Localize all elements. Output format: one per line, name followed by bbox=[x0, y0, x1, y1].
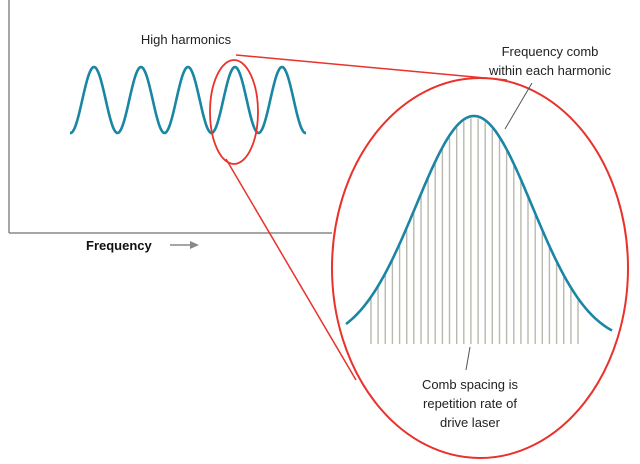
harmonic-envelope-curve bbox=[345, 114, 613, 332]
comb-spacing-leader-line bbox=[465, 346, 471, 371]
comb-spacing-label-line3: drive laser bbox=[440, 415, 501, 430]
zoom-ellipse bbox=[331, 77, 629, 459]
frequency-comb-lines bbox=[370, 118, 579, 344]
comb-label-leader-line bbox=[504, 82, 533, 130]
harmonic-zoom-ellipse bbox=[209, 59, 259, 165]
zoom-connector-top bbox=[235, 54, 508, 81]
harmonics-wave bbox=[70, 65, 306, 135]
comb-spacing-label-line1: Comb spacing is bbox=[422, 377, 519, 392]
frequency-arrow-icon bbox=[190, 241, 199, 249]
comb-spacing-label-line2: repetition rate of bbox=[423, 396, 517, 411]
frequency-comb-label-line1: Frequency comb bbox=[502, 44, 599, 59]
high-harmonics-label: High harmonics bbox=[141, 32, 232, 47]
frequency-comb-label-line2: within each harmonic bbox=[488, 63, 612, 78]
zoom-connector-bottom bbox=[225, 158, 357, 381]
frequency-axis-label: Frequency bbox=[86, 238, 153, 253]
